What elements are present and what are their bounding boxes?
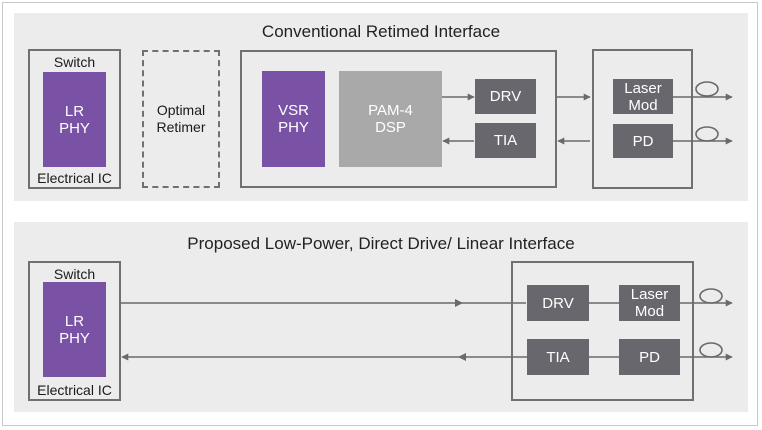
fiber-loop-icon [699, 342, 723, 358]
arrowhead [455, 299, 463, 307]
pam4-dsp-line2: DSP [375, 119, 406, 136]
linear-title: Proposed Low-Power, Direct Drive/ Linear… [187, 234, 575, 253]
lr-phy-block-bottom: LR PHY [43, 282, 106, 377]
lr-phy-block-top: LR PHY [43, 72, 106, 167]
optimal-retimer-line1: Optimal [156, 102, 206, 118]
fiber-loop-icon [695, 81, 719, 97]
lr-phy-line1-bottom: LR [64, 312, 85, 330]
laser-mod-line2-bottom: Mod [634, 303, 665, 320]
pd-label-top: PD [632, 132, 654, 150]
tia-label-bottom: TIA [546, 348, 570, 366]
laser-mod-line1-bottom: Laser [630, 286, 669, 303]
vsr-phy-line2: PHY [278, 119, 309, 136]
switch-box-bottom: Switch LR PHY Electrical IC [28, 261, 121, 401]
tia-block-bottom: TIA [527, 339, 589, 375]
switch-box-top: Switch LR PHY Electrical IC [28, 49, 121, 189]
pam4-dsp-line1: PAM-4 [368, 102, 413, 119]
optimal-retimer-box: Optimal Retimer [142, 50, 220, 188]
pd-label-bottom: PD [639, 348, 660, 366]
switch-label-bottom: Switch [53, 266, 96, 282]
optics-module-box-bottom [511, 261, 694, 401]
arrowhead [458, 353, 466, 361]
laser-mod-line2-top: Mod [628, 96, 658, 114]
drv-label-top: DRV [489, 88, 522, 105]
drv-block-bottom: DRV [527, 285, 589, 321]
electrical-ic-label-top: Electrical IC [37, 170, 112, 186]
tia-block-top: TIA [475, 123, 536, 158]
drv-block-top: DRV [475, 79, 536, 114]
lr-phy-line1-top: LR [64, 102, 85, 120]
laser-mod-block-top: Laser Mod [613, 79, 673, 114]
switch-label-top: Switch [53, 54, 96, 70]
drv-label-bottom: DRV [542, 294, 574, 312]
lr-phy-line2-bottom: PHY [59, 329, 90, 347]
conventional-title: Conventional Retimed Interface [261, 22, 501, 41]
fiber-loop-icon [699, 288, 723, 304]
laser-mod-line1-top: Laser [624, 79, 662, 97]
optimal-retimer-line2: Retimer [156, 119, 206, 135]
electrical-ic-label-bottom: Electrical IC [37, 382, 112, 398]
lr-phy-line2-top: PHY [59, 119, 90, 137]
pd-block-bottom: PD [619, 339, 680, 375]
pam4-dsp-block: PAM-4 DSP [339, 71, 442, 167]
vsr-phy-line1: VSR [278, 102, 309, 119]
optics-module-box-top [592, 49, 693, 189]
tia-label-top: TIA [493, 132, 518, 149]
pd-block-top: PD [613, 124, 673, 158]
fiber-loop-icon [695, 126, 719, 142]
laser-mod-block-bottom: Laser Mod [619, 285, 680, 321]
vsr-phy-block: VSR PHY [262, 71, 325, 167]
